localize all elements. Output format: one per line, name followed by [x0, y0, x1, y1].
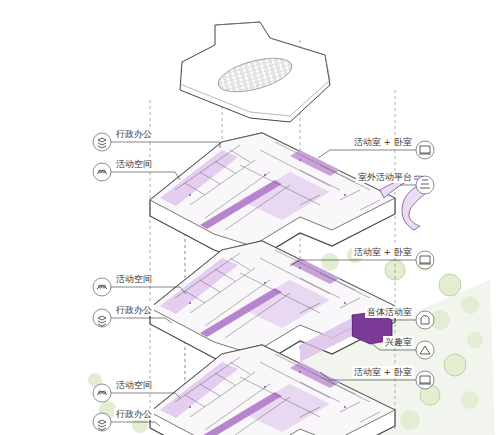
callout-icons — [93, 133, 434, 431]
interest-room-label: 兴趣室 — [383, 336, 414, 348]
activity-space-label: 活动空间 — [114, 273, 154, 285]
activity-space-label: 活动空间 — [114, 158, 154, 170]
office-label: 行政办公 — [114, 304, 154, 316]
classroom-label: 活动室 + 卧室 — [352, 136, 414, 148]
office-label: 行政办公 — [114, 408, 154, 420]
office-label: 行政办公 — [114, 128, 154, 140]
outdoor-platform-label: 室外活动平台 — [356, 171, 414, 183]
roof-slab — [180, 22, 330, 122]
classroom-label: 活动室 + 卧室 — [352, 246, 414, 258]
leader-lines — [111, 142, 416, 426]
outdoor-platform — [380, 176, 431, 230]
floor-one — [150, 345, 395, 435]
activity-space-label: 活动空间 — [114, 379, 154, 391]
classroom-label: 活动室 + 卧室 — [352, 366, 414, 378]
floor-three — [150, 133, 395, 262]
music-hall-label: 音体活动室 — [365, 306, 414, 318]
